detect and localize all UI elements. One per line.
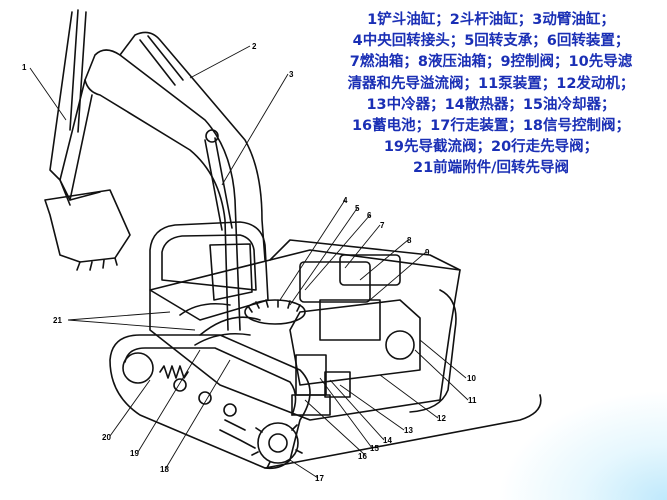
cab (149, 221, 269, 321)
rear-counterweight (409, 289, 457, 413)
callout-7: 7 (380, 221, 385, 230)
legend-line: 4中央回转接头；5回转支承；6回转装置； (352, 33, 630, 50)
callout-18: 18 (160, 465, 169, 474)
legend-line: 1铲斗油缸；2斗杆油缸；3动臂油缸； (367, 12, 615, 28)
bucket-teeth (76, 257, 118, 271)
callout-13: 13 (404, 426, 413, 435)
callout-14: 14 (383, 436, 392, 445)
callout-4: 4 (343, 196, 348, 205)
component-legend: 1铲斗油缸；2斗杆油缸；3动臂油缸； 4中央回转接头；5回转支承；6回转装置； … (320, 10, 662, 180)
battery (291, 394, 331, 416)
track-outline-inner (124, 347, 297, 416)
boom (84, 49, 241, 331)
callout-19: 19 (130, 449, 139, 458)
drive-sprocket-hub (268, 433, 288, 453)
arm-cylinder (139, 35, 184, 86)
fuel-tank (299, 261, 371, 303)
callout-1: 1 (22, 63, 27, 72)
bucket-linkage (59, 179, 101, 206)
callout-11: 11 (468, 396, 477, 405)
legend-line: 16蓄电池；17行走装置；18信号控制阀； (351, 118, 631, 135)
legend-line: 清器和先导溢流阀；11泵装置；12发动机； (347, 75, 635, 92)
callout-6: 6 (367, 211, 372, 220)
leader-lines (29, 45, 469, 479)
pump-unit (385, 330, 415, 360)
callout-numbers: 1 2 3 4 5 6 7 8 9 10 11 12 13 14 15 16 1… (22, 42, 477, 483)
boom-top (119, 31, 266, 261)
hoses (179, 302, 261, 346)
track-outline (109, 334, 311, 470)
roller-2 (198, 391, 212, 405)
control-valve (319, 299, 381, 341)
idler-wheel (122, 352, 154, 384)
roller-3 (223, 403, 237, 417)
corner-glow-decoration (497, 390, 667, 500)
callout-10: 10 (467, 374, 476, 383)
track-teeth (251, 424, 303, 469)
drive-sprocket (257, 422, 299, 464)
callout-9: 9 (425, 248, 430, 257)
body-top-edge (269, 239, 461, 271)
callout-17: 17 (315, 474, 324, 483)
legend-line: 13中冷器；14散热器；15油冷却器； (366, 96, 616, 113)
track-lower-edge (264, 394, 542, 469)
callout-15: 15 (370, 444, 379, 453)
callout-8: 8 (407, 236, 412, 245)
callout-12: 12 (437, 414, 446, 423)
hydraulic-tank (339, 254, 401, 286)
callout-3: 3 (289, 70, 294, 79)
arm (59, 79, 93, 201)
engine (289, 299, 421, 386)
legend-line: 7燃油箱；8液压油箱；9控制阀；10先导滤 (349, 54, 633, 71)
track-spring (159, 365, 189, 379)
callout-16: 16 (358, 452, 367, 461)
arm-inner (49, 11, 73, 181)
legend-line: 21前端附件/回转先导阀 (413, 160, 569, 177)
callout-20: 20 (102, 433, 111, 442)
oil-cooler (324, 371, 351, 398)
cab-door (209, 243, 253, 301)
bucket-cylinder (69, 9, 87, 133)
excavator-drawing (44, 9, 542, 470)
track-bolts (219, 419, 256, 449)
swing-bearing-teeth (247, 299, 301, 313)
legend-line: 19先导截流阀；20行走先导阀； (383, 139, 599, 156)
radiator (295, 354, 327, 396)
cab-window (161, 234, 257, 291)
bucket (44, 189, 131, 263)
roller-1 (173, 378, 187, 392)
callout-2: 2 (252, 42, 257, 51)
callout-5: 5 (355, 204, 360, 213)
upper-body (149, 249, 461, 421)
boom-cylinder (204, 137, 233, 231)
boom-pin (205, 129, 219, 143)
callout-21: 21 (53, 316, 62, 325)
